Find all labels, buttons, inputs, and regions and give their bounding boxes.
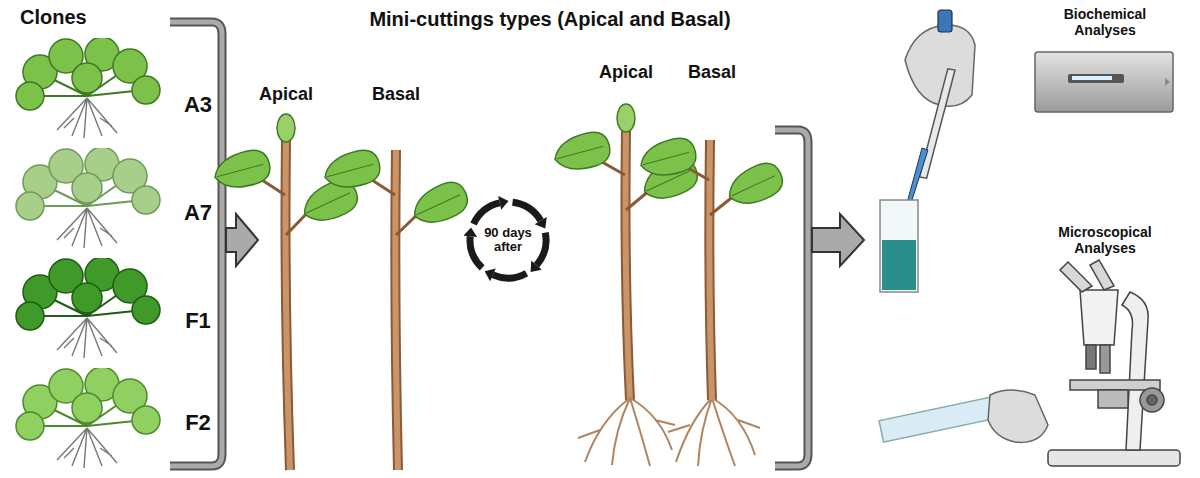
analysis-label: Biochemical Analyses <box>1040 6 1170 38</box>
clone-name: A3 <box>176 92 220 117</box>
cycle-text: 90 days after <box>483 226 533 253</box>
label-holder: Mini-cuttings types (Apical and Basal) <box>270 8 830 31</box>
label-holder: F1 <box>176 308 220 333</box>
clone-name: F1 <box>176 308 220 333</box>
analysis-label: Microscopical Analyses <box>1030 224 1180 256</box>
cutting-type: Apical <box>576 62 676 83</box>
cutting-type: Apical <box>236 84 336 105</box>
cycle-symbol: 90 days after <box>464 196 552 284</box>
label-holder: F2 <box>176 410 220 435</box>
label-holder: A7 <box>176 200 220 225</box>
cutting-type: Basal <box>346 84 446 105</box>
label-holder: Clones <box>20 6 130 29</box>
column-heading: Clones <box>20 6 130 29</box>
section-heading: Mini-cuttings types (Apical and Basal) <box>270 8 830 31</box>
label-holder: Microscopical Analyses <box>1030 224 1180 256</box>
label-holder: Basal <box>662 62 762 83</box>
label-holder: Apical <box>576 62 676 83</box>
label-holder: Basal <box>346 84 446 105</box>
clone-name: F2 <box>176 410 220 435</box>
label-holder: Biochemical Analyses <box>1040 6 1170 38</box>
clone-name: A7 <box>176 200 220 225</box>
label-holder: A3 <box>176 92 220 117</box>
cutting-type: Basal <box>662 62 762 83</box>
label-holder: Apical <box>236 84 336 105</box>
